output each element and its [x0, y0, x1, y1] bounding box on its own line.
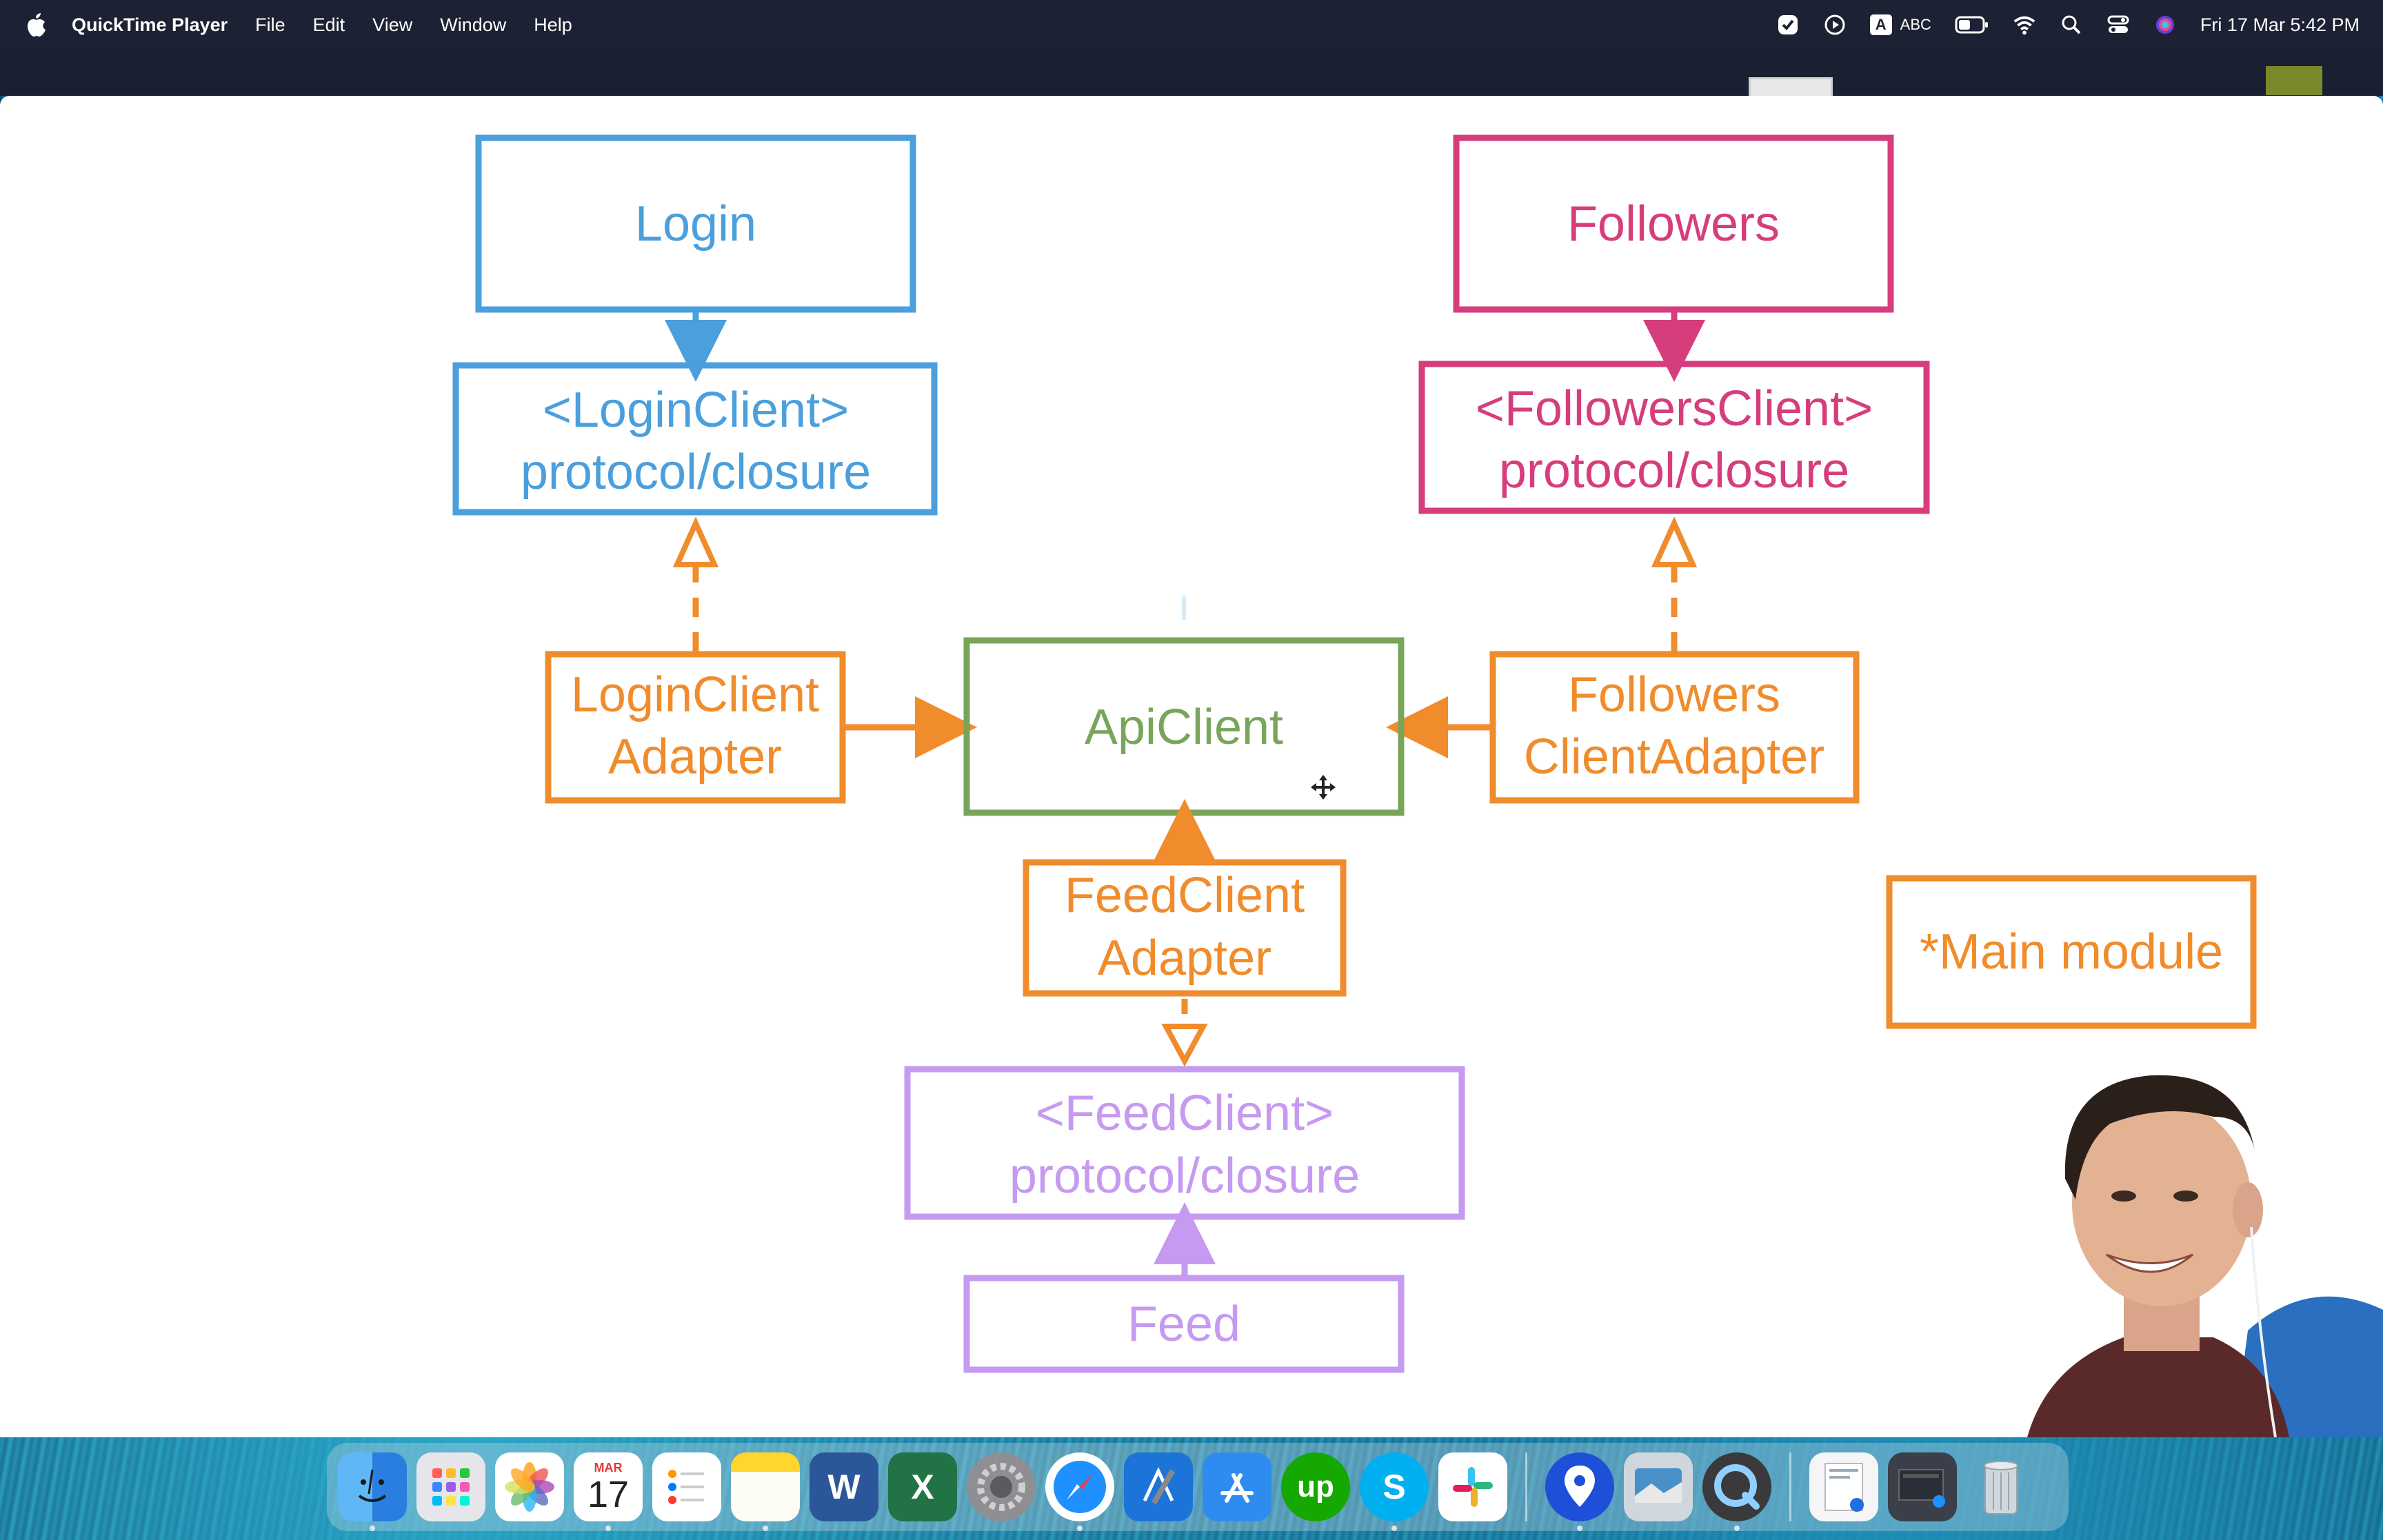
- play-circle-icon[interactable]: [1823, 13, 1847, 37]
- menu-bar: QuickTime Player File Edit View Window H…: [0, 0, 2383, 50]
- main-module-label: *Main module: [1920, 924, 2223, 980]
- skype-letter: S: [1382, 1468, 1406, 1506]
- feed-client-protocol-node: <FeedClient> protocol/closure: [904, 1066, 1465, 1220]
- apple-menu-icon[interactable]: [26, 13, 47, 37]
- excel-icon[interactable]: X: [888, 1452, 957, 1521]
- input-source-badge[interactable]: A: [1869, 14, 1892, 35]
- app-store-icon[interactable]: [1203, 1452, 1271, 1521]
- calendar-month: MAR: [594, 1460, 623, 1475]
- dock-separator-2: [1789, 1452, 1791, 1521]
- api-client-node: ApiClient: [963, 637, 1405, 816]
- menu-clock[interactable]: Fri 17 Mar 5:42 PM: [2200, 14, 2360, 35]
- input-source-label[interactable]: ABC: [1900, 16, 1931, 33]
- edit-menu[interactable]: Edit: [312, 14, 345, 35]
- word-letter: W: [827, 1468, 861, 1506]
- feed-adapter-conforms-arrowhead: [1161, 1024, 1208, 1067]
- dock: MAR 17 W X up S: [327, 1443, 2069, 1531]
- excel-letter: X: [911, 1468, 934, 1506]
- view-menu[interactable]: View: [372, 14, 413, 35]
- followers-label: Followers: [1567, 196, 1780, 252]
- quicktime-icon[interactable]: [1702, 1452, 1771, 1531]
- upwork-icon[interactable]: up: [1281, 1452, 1350, 1521]
- login-client-adapter-node: LoginClient Adapter: [545, 651, 846, 804]
- launchpad-icon[interactable]: [416, 1452, 485, 1521]
- feed-adapter-line2: Adapter: [1098, 931, 1271, 986]
- feed-adapter-line1: FeedClient: [1065, 868, 1305, 923]
- skype-icon[interactable]: S: [1360, 1452, 1429, 1531]
- feed-client-protocol-line1: <FeedClient>: [1036, 1086, 1334, 1141]
- login-client-protocol-node: <LoginClient> protocol/closure: [452, 362, 938, 516]
- system-preferences-icon[interactable]: [967, 1452, 1036, 1521]
- wifi-icon[interactable]: [2013, 13, 2036, 37]
- api-client-label: ApiClient: [1085, 700, 1283, 755]
- login-client-protocol-line1: <LoginClient>: [543, 383, 849, 438]
- followers-node: Followers: [1453, 134, 1894, 313]
- app-name-menu[interactable]: QuickTime Player: [72, 14, 228, 35]
- window-menu[interactable]: Window: [440, 14, 507, 35]
- maps-icon[interactable]: [1545, 1452, 1614, 1531]
- siri-icon[interactable]: [2153, 13, 2177, 37]
- help-menu[interactable]: Help: [534, 14, 572, 35]
- feed-client-adapter-node: FeedClient Adapter: [1023, 859, 1347, 997]
- preview-icon[interactable]: [1624, 1452, 1693, 1521]
- document-thumbnail[interactable]: [2266, 66, 2322, 95]
- battery-icon[interactable]: [1955, 13, 1989, 37]
- followers-adapter-line2: ClientAdapter: [1524, 729, 1824, 784]
- feed-node: Feed: [963, 1275, 1405, 1373]
- photos-icon[interactable]: [495, 1452, 564, 1521]
- followers-client-protocol-node: <FollowersClient> protocol/closure: [1418, 361, 1930, 514]
- followers-client-protocol-line1: <FollowersClient>: [1476, 381, 1873, 436]
- file-menu[interactable]: File: [255, 14, 285, 35]
- xcode-icon[interactable]: [1124, 1452, 1193, 1521]
- feed-label: Feed: [1127, 1297, 1240, 1352]
- trash-icon[interactable]: [1967, 1452, 2035, 1521]
- downloads-stack-icon[interactable]: [1809, 1452, 1878, 1521]
- finder-icon[interactable]: [338, 1452, 407, 1531]
- calendar-icon[interactable]: MAR 17: [574, 1452, 643, 1531]
- login-adapter-conforms-arrowhead: [672, 516, 719, 567]
- main-module-legend: *Main module: [1886, 875, 2257, 1029]
- reminders-icon[interactable]: [652, 1452, 721, 1521]
- move-cursor-icon: [1311, 775, 1336, 800]
- safari-icon[interactable]: [1045, 1452, 1114, 1531]
- followers-client-protocol-line2: protocol/closure: [1499, 443, 1849, 498]
- screenshots-stack-icon[interactable]: [1888, 1452, 1957, 1521]
- followers-adapter-line1: Followers: [1568, 667, 1780, 722]
- recording-strip: [0, 50, 2383, 96]
- status-area: A ABC Fri 17 Mar 5:42 PM: [1776, 0, 2360, 50]
- notes-icon[interactable]: [731, 1452, 800, 1531]
- dock-separator: [1525, 1452, 1527, 1521]
- control-center-icon[interactable]: [2107, 13, 2130, 37]
- architecture-diagram: Login <LoginClient> protocol/closure Log…: [452, 134, 2257, 1373]
- upwork-label: up: [1297, 1470, 1334, 1503]
- calendar-day: 17: [587, 1473, 630, 1515]
- login-adapter-line2: Adapter: [608, 729, 782, 784]
- login-label: Login: [635, 196, 756, 252]
- login-adapter-line1: LoginClient: [571, 667, 819, 722]
- login-node: Login: [475, 134, 916, 313]
- word-icon[interactable]: W: [810, 1452, 878, 1521]
- login-client-protocol-line2: protocol/closure: [521, 445, 871, 500]
- followers-client-adapter-node: Followers ClientAdapter: [1489, 651, 1860, 804]
- followers-adapter-conforms-arrowhead: [1651, 516, 1698, 567]
- slack-icon[interactable]: [1438, 1452, 1507, 1521]
- feed-client-protocol-line2: protocol/closure: [1009, 1148, 1360, 1204]
- checkmark-icon[interactable]: [1776, 13, 1800, 37]
- spotlight-search-icon[interactable]: [2060, 13, 2083, 37]
- webcam-overlay: [1986, 1041, 2383, 1437]
